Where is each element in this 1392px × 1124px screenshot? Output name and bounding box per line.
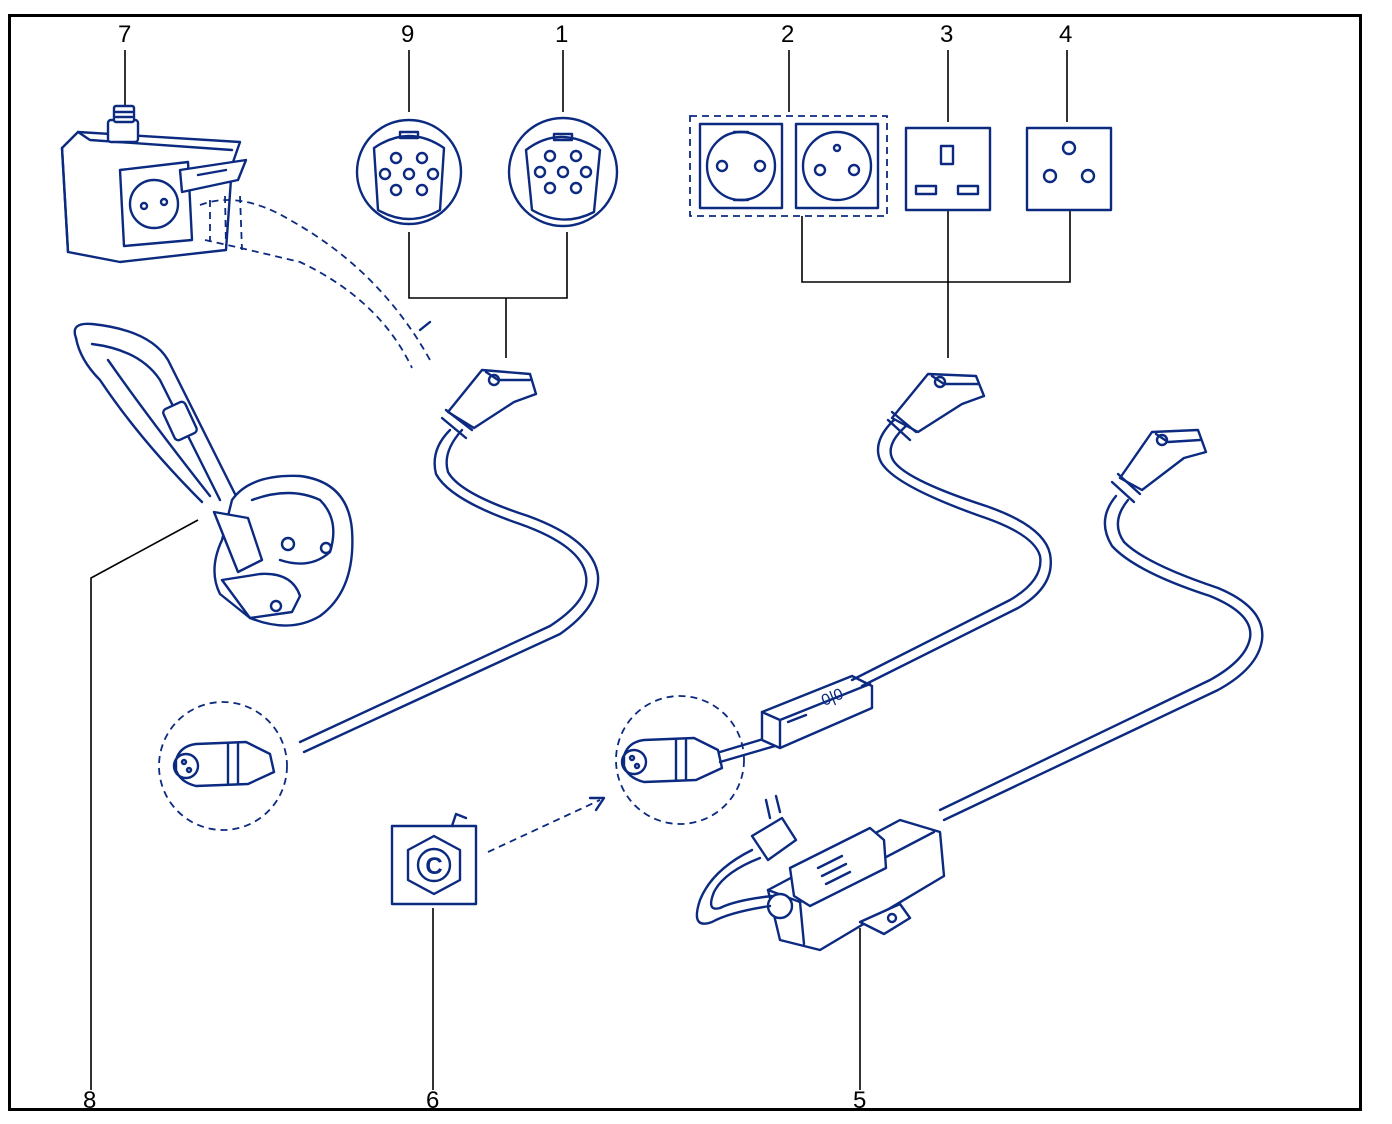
connector-symbol-6: C	[390, 796, 606, 906]
domestic-sockets-2	[689, 115, 888, 217]
leader-lines	[90, 50, 1071, 1090]
type2-socket-9	[355, 118, 463, 226]
charging-cable-mode2-5	[695, 428, 1264, 952]
cable-holder-8	[73, 322, 354, 627]
type2-socket-1	[507, 116, 619, 228]
three-pin-socket-4	[1025, 126, 1113, 212]
callout-8: 8	[83, 1087, 96, 1114]
uk-socket-3	[904, 126, 992, 212]
wall-socket-7	[60, 104, 432, 369]
callout-7: 7	[118, 21, 131, 48]
callout-5: 5	[853, 1087, 866, 1114]
diagram-frame	[8, 14, 1362, 1111]
callout-4: 4	[1059, 21, 1072, 48]
callout-6: 6	[426, 1087, 439, 1114]
symbol-letter: C	[425, 853, 442, 880]
callout-3: 3	[940, 21, 953, 48]
callout-2: 2	[781, 21, 794, 48]
callout-9: 9	[401, 21, 414, 48]
charging-cable-left	[158, 368, 600, 831]
charging-cable-middle: 0|0	[615, 372, 1052, 825]
callout-1: 1	[555, 21, 568, 48]
